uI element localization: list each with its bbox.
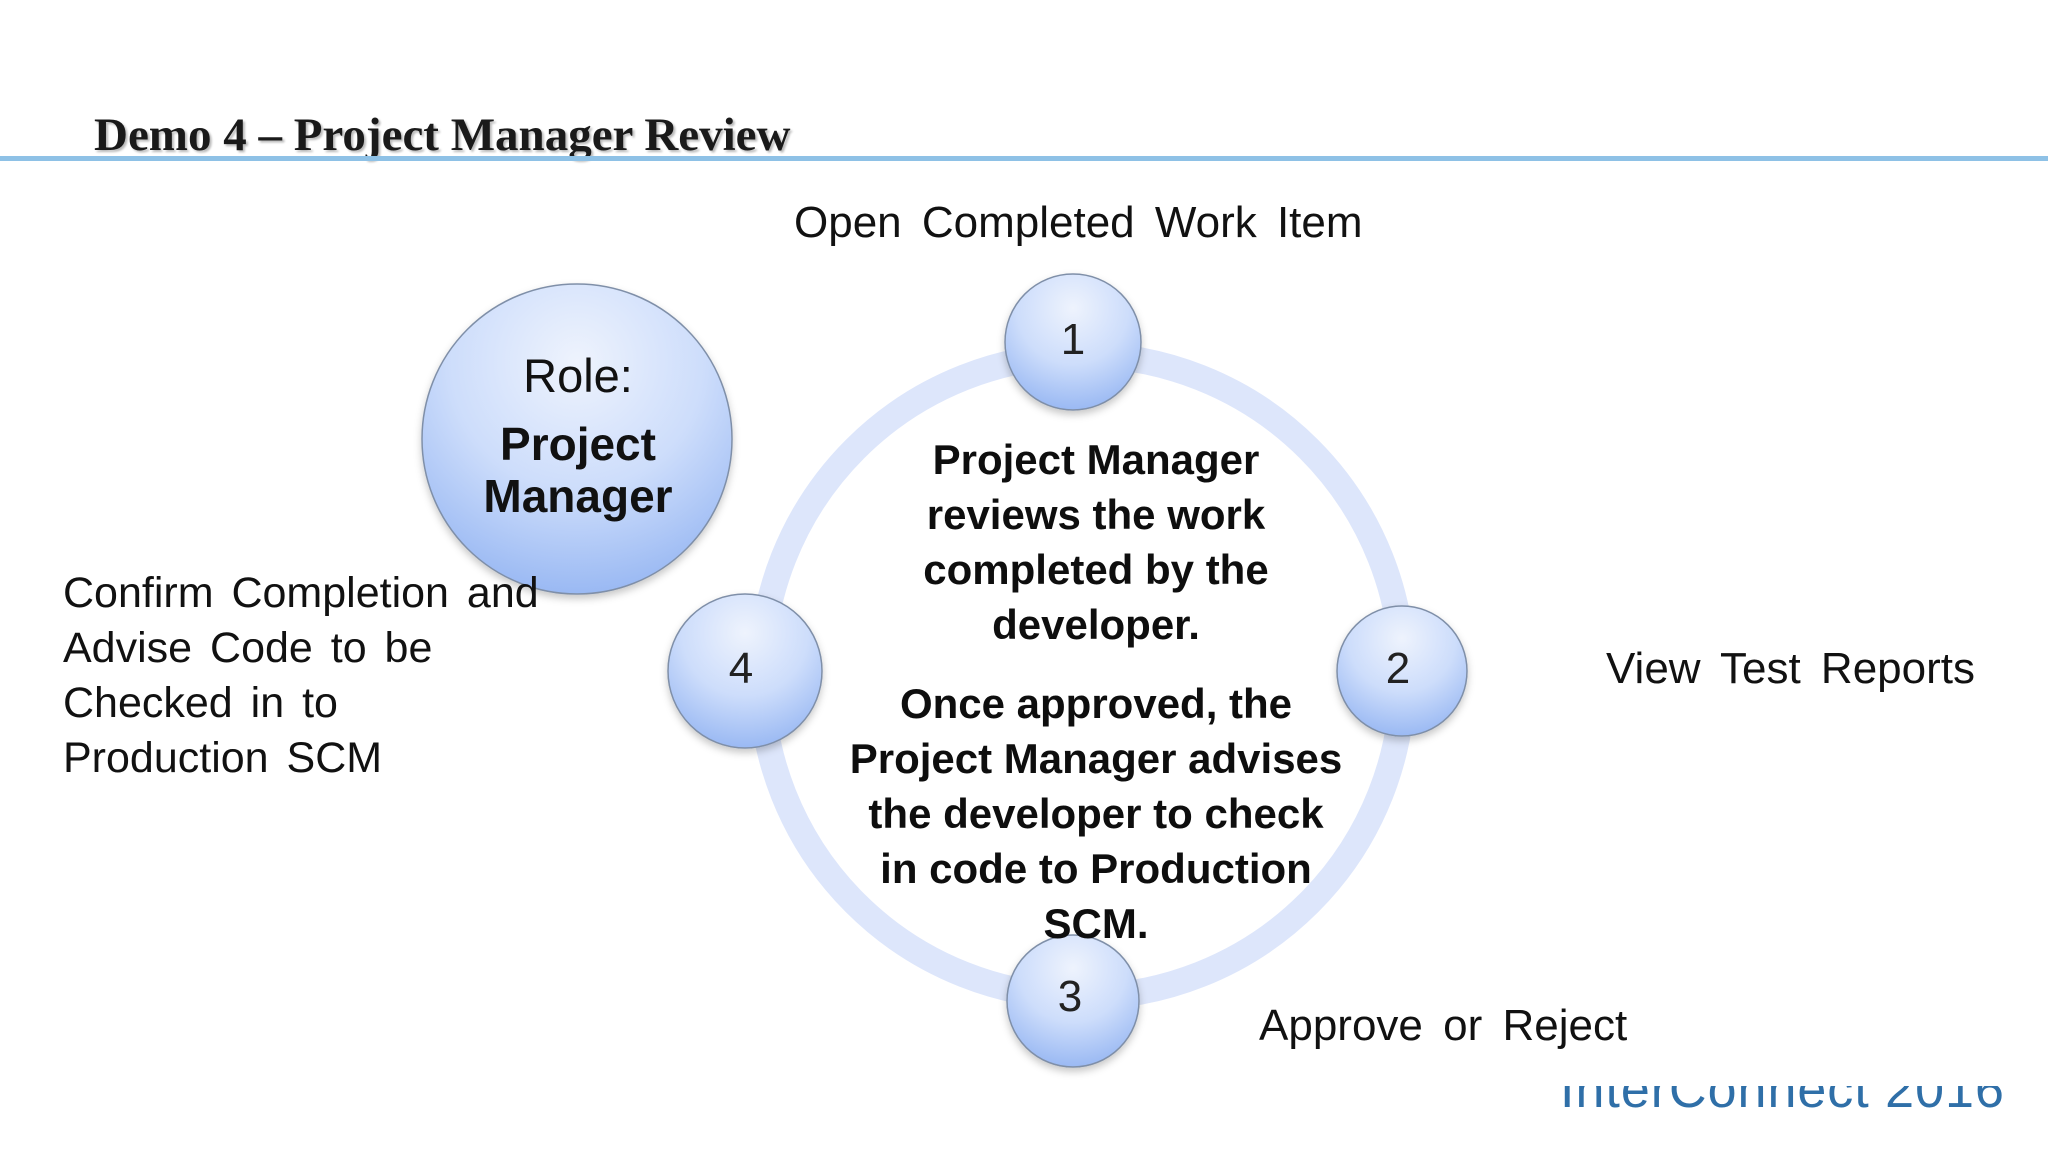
- step-node-1: [1004, 273, 1142, 411]
- step-label-4: Confirm Completion and Advise Code to be…: [63, 569, 539, 782]
- role-bubble: [421, 283, 733, 595]
- step-label-1: Open Completed Work Item: [794, 198, 1363, 247]
- step-node-3: [1006, 934, 1140, 1068]
- role-label: Role: Project Manager: [423, 346, 733, 522]
- title-divider: [0, 156, 2048, 161]
- step-label-2: View Test Reports: [1606, 644, 1975, 693]
- brand-logo: InterConnect 2016: [1560, 1086, 2005, 1126]
- role-name: Project Manager: [483, 418, 673, 522]
- step-number-4: 4: [728, 644, 754, 693]
- slide-title: Demo 4 – Project Manager Review: [94, 109, 791, 161]
- role-heading: Role:: [523, 349, 633, 402]
- step-node-4: [667, 593, 823, 749]
- brand-text: InterConnect 2016: [1560, 1086, 2005, 1119]
- cycle-description: Project Manager reviews the work complet…: [923, 436, 1269, 648]
- step-number-2: 2: [1385, 644, 1411, 693]
- step-number-3: 3: [1057, 972, 1083, 1021]
- step-number-1: 1: [1060, 315, 1086, 364]
- step-label-3: Approve or Reject: [1259, 1001, 1628, 1050]
- cycle-approval-note: Once approved, the Project Manager advis…: [849, 680, 1343, 947]
- step-node-2: [1336, 605, 1468, 737]
